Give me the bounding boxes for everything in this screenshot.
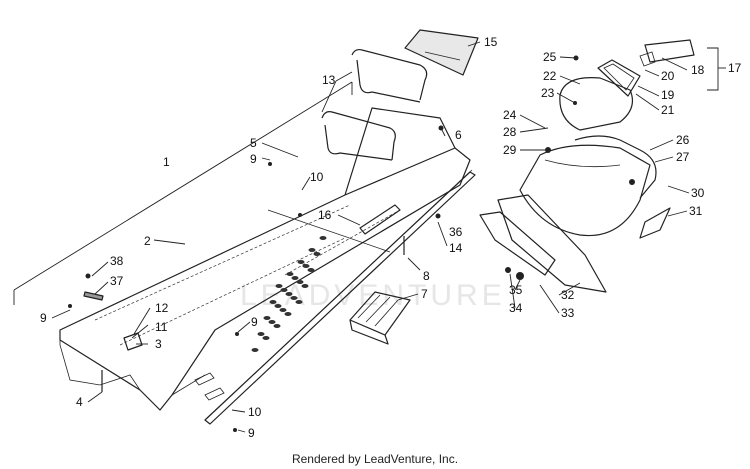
callout-2: 2 — [144, 234, 151, 248]
callout-36: 34 — [509, 301, 523, 315]
vent-hole — [273, 324, 281, 328]
small-decal — [83, 291, 104, 301]
vent-hole — [257, 332, 265, 336]
vent-hole — [313, 252, 321, 256]
callout-25: 23 — [541, 86, 555, 100]
rear-panels — [479, 194, 671, 293]
vent-hole — [296, 280, 304, 284]
callout-23: 21 — [661, 103, 675, 117]
tunnel-body — [59, 107, 471, 411]
vent-hole — [280, 288, 288, 292]
vent-hole — [307, 268, 315, 272]
callout-34: 32 — [561, 288, 575, 302]
decal-plate — [404, 29, 479, 76]
callout-6: 6 — [455, 128, 462, 142]
grab-handle — [321, 48, 428, 161]
callout-28: 26 — [676, 133, 690, 147]
callout-9-top: 9 — [250, 152, 257, 166]
footrest-step — [349, 291, 411, 345]
callout-21: 19 — [661, 88, 675, 102]
callout-8: 8 — [423, 269, 430, 283]
callout-12: 10 — [310, 170, 324, 184]
vent-hole — [251, 348, 259, 352]
callout-35: 33 — [561, 306, 575, 320]
callout-17: 15 — [484, 35, 498, 49]
vent-hole — [297, 260, 305, 264]
vent-hole — [291, 276, 299, 280]
vent-hole — [302, 264, 310, 268]
taillight-assembly — [597, 39, 695, 97]
vent-hole — [285, 292, 293, 296]
callout-18: 16 — [318, 208, 332, 222]
callout-31: 29 — [503, 143, 517, 157]
callout-22: 20 — [661, 69, 675, 83]
callout-10: 10 — [248, 405, 262, 419]
callout-labels: 15 13 6 5 9 1 10 16 36 2 14 38 8 37 7 12… — [40, 35, 742, 440]
callout-1: 1 — [163, 155, 170, 169]
callout-14: 12 — [155, 301, 169, 315]
callout-32: 30 — [691, 186, 705, 200]
callout-24: 22 — [543, 69, 557, 83]
vent-hole — [284, 312, 292, 316]
seat-base — [519, 135, 657, 237]
vent-hole — [301, 284, 309, 288]
leader-lines — [51, 41, 726, 433]
vent-hole — [263, 316, 271, 320]
reflector — [359, 204, 401, 235]
vent-hole — [269, 300, 277, 304]
vent-hole — [286, 272, 294, 276]
callout-4: 4 — [76, 395, 83, 409]
callout-19: 17 — [728, 61, 742, 75]
vent-hole — [275, 284, 283, 288]
callout-33: 31 — [689, 204, 703, 218]
callout-40: 38 — [110, 254, 124, 268]
vent-hole — [274, 304, 282, 308]
vent-holes — [194, 236, 327, 401]
footer-credit: Rendered by LeadVenture, Inc. — [291, 452, 459, 466]
vent-hole — [268, 320, 276, 324]
tunnel-assembly-bracket — [13, 81, 353, 305]
callout-39: 37 — [110, 274, 124, 288]
callout-26: 24 — [503, 108, 517, 122]
callout-27: 25 — [543, 50, 557, 64]
callout-16: 14 — [449, 241, 463, 255]
vent-hole — [290, 296, 298, 300]
callout-30: 28 — [503, 125, 517, 139]
watermark: LEADVENTURE — [240, 279, 506, 312]
callout-9-left: 9 — [40, 311, 47, 325]
callout-5: 5 — [250, 136, 257, 150]
callout-3: 3 — [155, 337, 162, 351]
vent-hole — [319, 236, 327, 240]
vent-hole — [295, 300, 303, 304]
callout-7: 7 — [421, 287, 428, 301]
callout-37: 35 — [509, 283, 523, 297]
callout-20: 18 — [691, 63, 705, 77]
callout-13: 11 — [155, 320, 168, 334]
fasteners — [68, 55, 635, 432]
vent-hole — [308, 248, 316, 252]
side-rail — [204, 169, 476, 425]
callout-11: 9 — [251, 315, 258, 329]
callout-9-bottom: 9 — [248, 426, 255, 440]
vent-hole — [279, 308, 287, 312]
callout-15: 13 — [322, 73, 336, 87]
callout-29: 27 — [676, 150, 690, 164]
vent-hole — [262, 336, 270, 340]
mount-bracket — [123, 332, 143, 351]
seat-cushion — [559, 77, 633, 131]
callout-38: 36 — [449, 225, 463, 239]
